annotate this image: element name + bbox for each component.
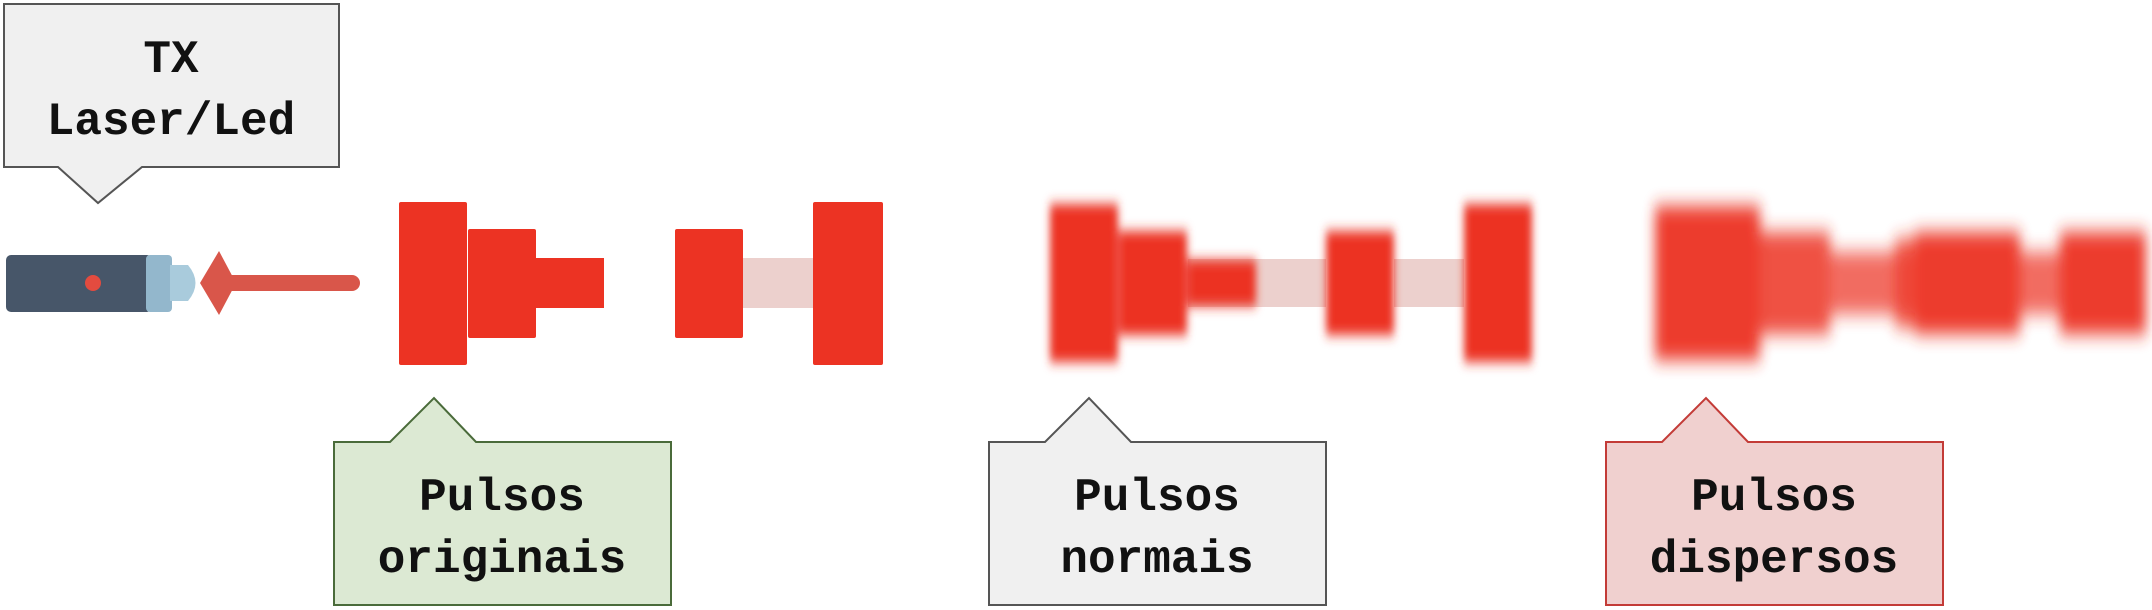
callout-tx: TX Laser/Led (3, 3, 340, 205)
callout-normal-line2: normais (1060, 534, 1253, 586)
callout-dispersed-box (1605, 396, 1944, 606)
callout-tx-line1: TX (143, 34, 199, 86)
pulse-bar (399, 202, 467, 365)
pulse-bar (1915, 232, 2020, 334)
laser-lens (170, 265, 196, 301)
pulse-bar (813, 202, 883, 365)
pulse-train-dispersed (1655, 206, 2146, 360)
pulse-bar (1050, 204, 1118, 362)
callout-tx-line2: Laser/Led (47, 96, 295, 148)
callout-original-box (333, 396, 672, 606)
pulse-bar (2060, 232, 2146, 334)
callout-normal: Pulsos normais (988, 396, 1327, 606)
pulse-bar (536, 258, 604, 308)
pulse-bar (1119, 231, 1187, 335)
laser-body (6, 255, 152, 312)
arrow-left-icon (200, 251, 360, 315)
pulse-train-normal (1050, 204, 1532, 362)
pulse-bar (1745, 232, 1830, 334)
laser-pointer-icon (6, 255, 196, 312)
arrow-head (200, 251, 236, 315)
callout-dispersed: Pulsos dispersos (1605, 396, 1944, 606)
pulse-train-original (399, 202, 883, 365)
callout-normal-box (988, 396, 1327, 606)
callout-tx-box (3, 3, 340, 205)
laser-indicator (85, 275, 101, 291)
callout-normal-line1: Pulsos (1074, 472, 1240, 524)
pulse-bar (675, 229, 743, 338)
laser-tip (146, 255, 172, 312)
pulse-gap (743, 258, 813, 308)
pulse-bar (1188, 260, 1256, 306)
pulse-bar (1655, 206, 1760, 360)
pulse-bar (1464, 204, 1532, 362)
callout-original-line2: originais (378, 534, 626, 586)
callout-dispersed-line2: dispersos (1650, 534, 1898, 586)
pulse-bar (468, 229, 536, 338)
pulse-bar (1326, 231, 1394, 335)
callout-dispersed-line1: Pulsos (1691, 472, 1857, 524)
pulse-gap (1394, 259, 1464, 307)
callout-original: Pulsos originais (333, 396, 672, 606)
callout-original-line1: Pulsos (419, 472, 585, 524)
